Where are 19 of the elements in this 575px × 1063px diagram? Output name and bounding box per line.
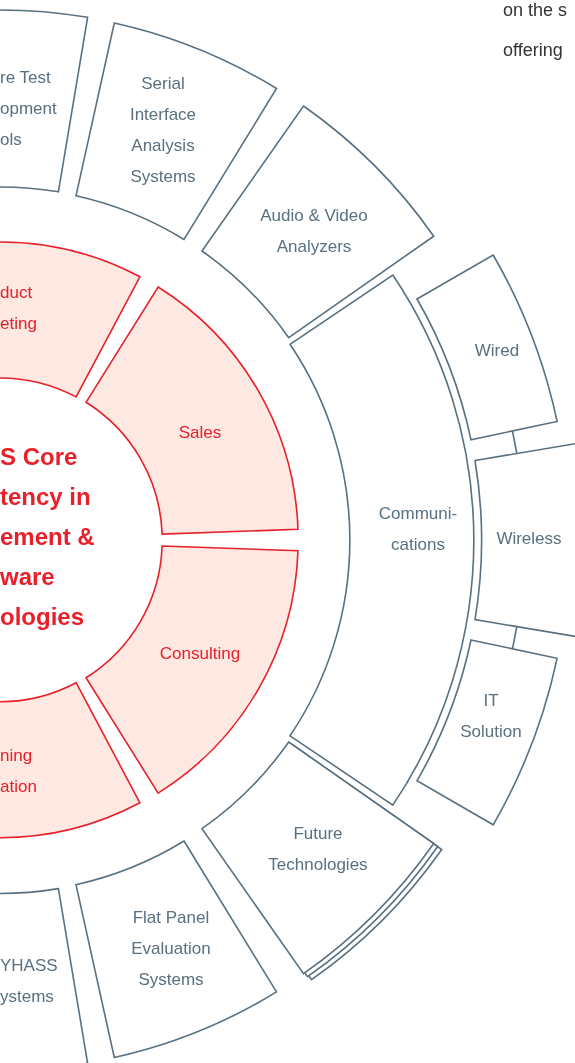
segment-label: Communi- cations — [377, 503, 459, 556]
text-fragment: on the s — [503, 0, 568, 21]
segment-label: Wireless — [495, 528, 563, 550]
segment-label: Wired — [473, 340, 521, 362]
segment-label: YHASS ystems — [0, 955, 59, 1008]
center-title: S Core tency in ement & ware ologies — [0, 437, 108, 637]
segment-label: IT Solution — [459, 690, 523, 743]
segment-label: Flat Panel Evaluation Systems — [130, 907, 212, 991]
segment-label: duct eting — [0, 282, 38, 335]
segment-label: ning ation — [0, 745, 38, 798]
connector-line — [511, 625, 518, 650]
segment-label: Future Technologies — [267, 823, 369, 876]
text-fragment: offering — [503, 40, 563, 61]
segment-label: Sales — [177, 422, 223, 444]
segment-label: re Test opment ols — [0, 67, 58, 151]
segment-label: Serial Interface Analysis Systems — [128, 73, 198, 188]
segment-label: Consulting — [158, 643, 242, 665]
segment-label: Audio & Video Analyzers — [259, 205, 369, 258]
connector-line — [511, 430, 518, 455]
